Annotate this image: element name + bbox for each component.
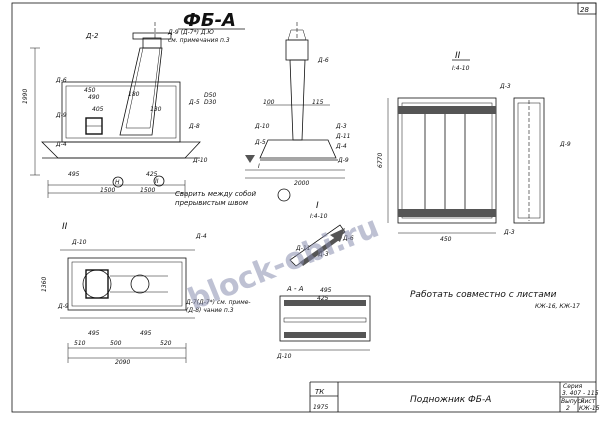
series-label: Серия [563,383,583,390]
sheet-number-box [577,2,597,15]
label-d9-plan: Д-9 [559,141,571,148]
dim-2000-side: 2000 [294,180,309,187]
plan-ii-mark: II [62,222,68,232]
dim-100-side: 100 [263,99,275,106]
side-elevation-view [245,22,345,202]
label-d5-side: Д-5 [254,139,266,146]
list-value: КЖ-15 [579,405,600,412]
plan-ii-view [387,97,545,234]
ref-lower-2: (Д-8) чание п.3 [186,307,234,314]
dim-500-plan: 500 [110,340,122,347]
ref-lower-1: Д-7(Д-7*) см. приме- [185,299,251,306]
label-d6-front: Д-6 [55,77,67,84]
bottom-plan-view [60,249,195,363]
title-name: Подножник ФБ-А [410,395,491,405]
drawing-title: ФБ-А [183,10,236,31]
label-d3-section: Д-3 [317,251,329,258]
dim-1360: 1360 [41,277,48,292]
series-value: 3. 407 - 115 [562,390,599,397]
issue-label: Выпуск [561,398,585,405]
label-d3-side: Д-3 [335,123,347,130]
title-code: ТК [315,388,325,396]
section-i-label: I [316,201,319,211]
dim-2090-plan: 2090 [115,359,130,366]
section-i-detail [289,224,346,267]
view-ii-scale: I:4-10 [452,65,470,72]
label-d6-side: Д-6 [317,57,329,64]
main-caption-refs: КЖ-16, КЖ-17 [535,303,580,310]
label-d10-front: Д-10 [192,157,208,164]
label-d10-plan: Д-10 [71,239,87,246]
dim-180-front: 180 [128,91,140,98]
ref-top-note: см. примечания п.3 [168,37,230,44]
label-d9-plan-bottom: Д-9 [57,303,69,310]
dim-495-aa: 495 [320,287,332,294]
dim-425-aa: 425 [317,295,329,302]
dim-495-front: 495 [68,171,80,178]
label-d11-section: Д-11 [295,245,311,252]
dim-490-front: 490 [88,94,100,101]
dim-d30: D30 [204,99,216,106]
view-ii-mark: II [455,51,461,61]
label-d9-side: Д-9 [337,157,349,164]
label-d2-front: Д-2 [85,32,99,40]
label-d3-plan: Д-3 [499,83,511,90]
dim-1500-front-a: 1500 [100,187,115,194]
dim-1990: 1990 [22,89,29,104]
issue-value: 2 [566,405,570,412]
dim-d50: D50 [204,92,216,99]
title-block [309,381,596,412]
label-d6-section: Д-6 [342,235,354,242]
sheet-frame [11,2,597,413]
label-d4-front: Д-4 [55,141,67,148]
dim-425-front: 425 [146,171,158,178]
weld-note-2: прерывистым швом [175,199,249,207]
ref-top: Д-9 (Д-7*) Д.Ю [167,29,214,36]
section-aa-title: А - А [286,285,304,293]
dim-510-plan: 510 [74,340,86,347]
title-year: 1975 [313,404,328,411]
dim-520-plan: 520 [160,340,172,347]
label-d4-plan: Д-4 [195,233,207,240]
sheet-number: 28 [580,6,589,14]
dim-115-side: 115 [312,99,324,106]
label-d3-plan-bottom: Д-3 [503,229,515,236]
dim-130-front: 130 [150,106,162,113]
section-i-mark: I [258,163,260,170]
label-d10-aa: Д-10 [276,353,292,360]
label-d9-front: Д-9 [55,112,67,119]
main-caption: Работать совместно с листами [410,290,557,300]
label-ii-circle: II [155,178,159,185]
weld-note-1: Сварить между собой [175,190,257,198]
dim-450-plan: 450 [440,236,452,243]
label-h: Н [115,179,120,186]
section-aa-detail [279,295,371,351]
label-d4-side: Д-4 [335,143,347,150]
front-elevation-view [30,22,201,198]
dim-1500-front-b: 1500 [140,187,155,194]
dim-495-plan: 495 [88,330,100,337]
section-i-scale: I:4-10 [310,213,328,220]
dim-6770: 6770 [377,153,384,168]
dim-495-plan-b: 495 [140,330,152,337]
dim-405-front: 405 [92,106,104,113]
label-d5-front: Д-5 [188,99,200,106]
label-d11-side: Д-11 [335,133,351,140]
label-d10-side: Д-10 [254,123,270,130]
label-d8-front: Д-8 [188,123,200,130]
list-label: Лист [579,398,596,405]
dim-450-front: 450 [84,87,96,94]
